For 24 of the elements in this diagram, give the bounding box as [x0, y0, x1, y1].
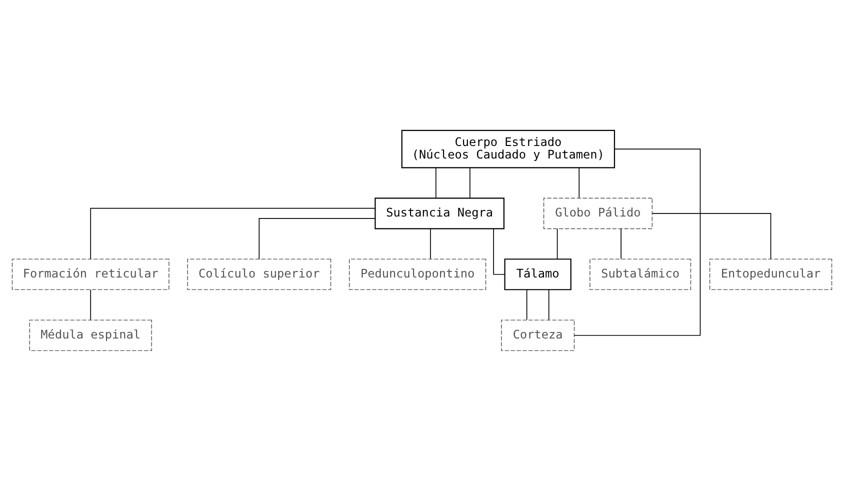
node-box: Tálamo	[504, 258, 572, 290]
connector	[435, 167, 436, 198]
node-box: Pedunculopontino	[348, 258, 486, 290]
connector	[574, 148, 701, 336]
connector	[493, 228, 506, 274]
node-box: Corteza	[500, 319, 575, 351]
connector	[90, 288, 92, 320]
connector	[620, 228, 622, 259]
node-box: Sustancia Negra	[374, 197, 504, 229]
connector	[258, 218, 376, 260]
node-box: Formación reticular	[12, 258, 170, 290]
node-box: Médula espinal	[29, 319, 152, 351]
connector	[652, 212, 772, 259]
node-box: Subtalámico	[590, 258, 692, 290]
node-box: Cuerpo Estriado (Núcleos Caudado y Putamen)	[401, 129, 616, 168]
connector	[90, 207, 376, 259]
connector	[430, 228, 431, 259]
node-box: Globo Pálido	[543, 197, 653, 229]
node-box: Colículo superior	[187, 258, 332, 290]
connector	[548, 288, 550, 320]
connector	[578, 167, 580, 198]
connector	[556, 228, 558, 259]
connector	[526, 288, 528, 320]
node-box: Entopeduncular	[709, 258, 832, 290]
